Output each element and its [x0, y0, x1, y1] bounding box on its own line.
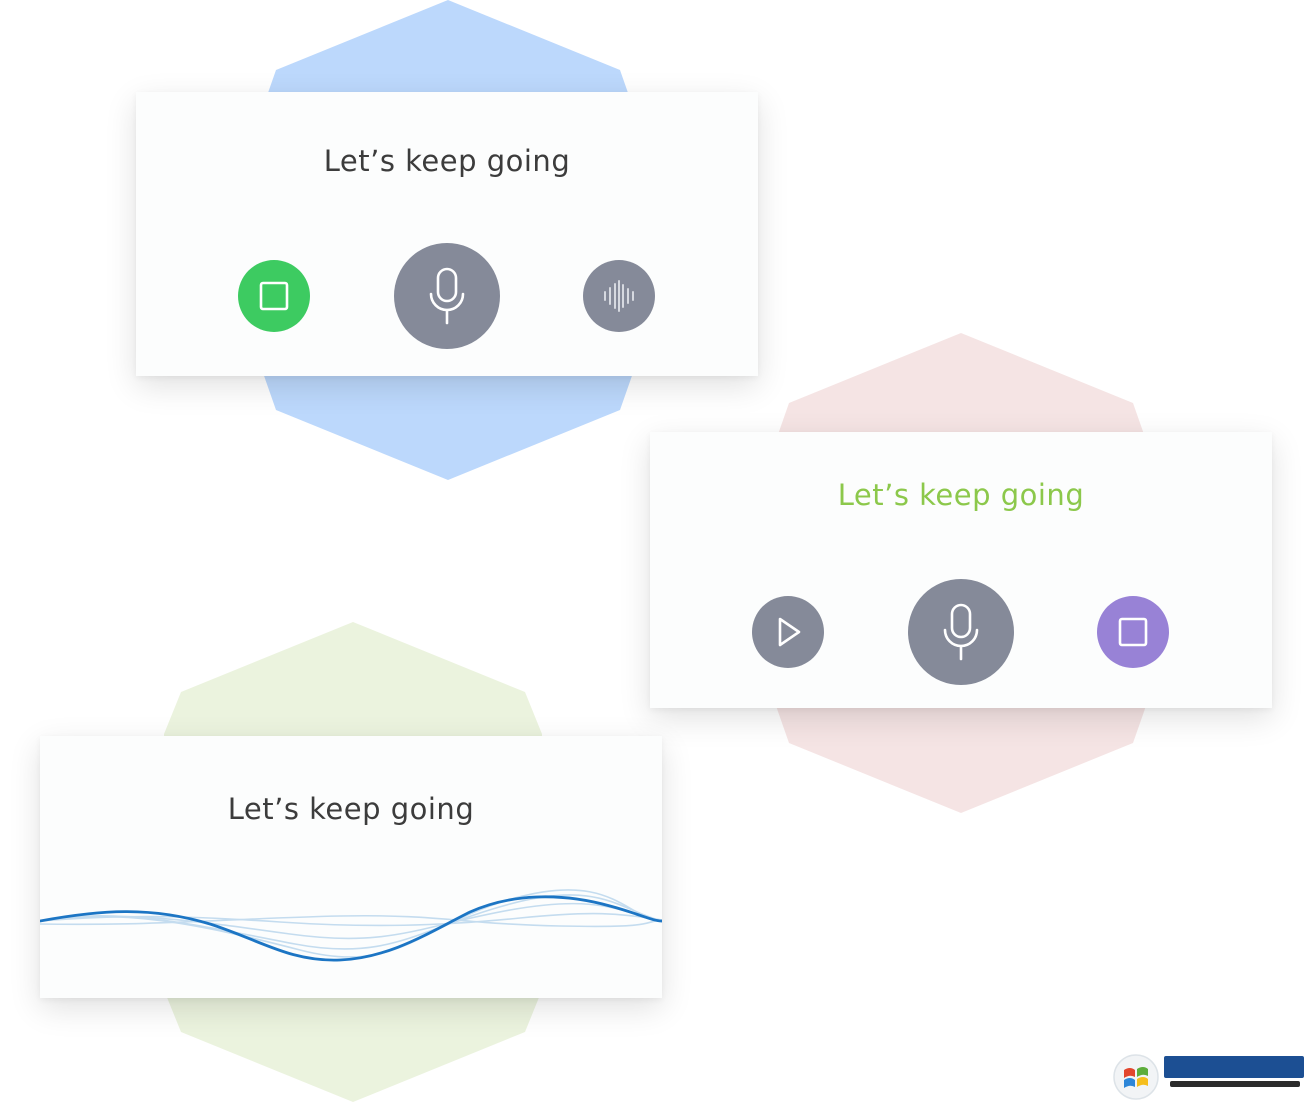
audio-waveform	[40, 889, 662, 962]
prompt-phrase: Let’s keep going	[227, 792, 475, 826]
microphone-icon	[429, 267, 465, 325]
play-button[interactable]	[752, 596, 824, 668]
microphone-button[interactable]	[908, 579, 1014, 685]
voice-card-playback: Let’s keep going	[650, 432, 1272, 708]
voice-card-idle: Let’s keep going	[136, 92, 758, 376]
windows-logo-icon	[1113, 1054, 1304, 1100]
stop-button[interactable]	[238, 260, 310, 332]
prompt-phrase: Let’s keep going	[323, 144, 571, 178]
play-icon	[778, 617, 801, 647]
microphone-button[interactable]	[394, 243, 500, 349]
voice-card-listening: Let’s keep going	[40, 736, 662, 998]
stop-icon	[259, 281, 289, 311]
microphone-icon	[943, 603, 979, 661]
sound-wave-icon	[604, 280, 634, 312]
stop-icon	[1118, 617, 1148, 647]
stop-button[interactable]	[1097, 596, 1169, 668]
sound-wave-button[interactable]	[583, 260, 655, 332]
prompt-phrase: Let’s keep going	[837, 478, 1085, 512]
